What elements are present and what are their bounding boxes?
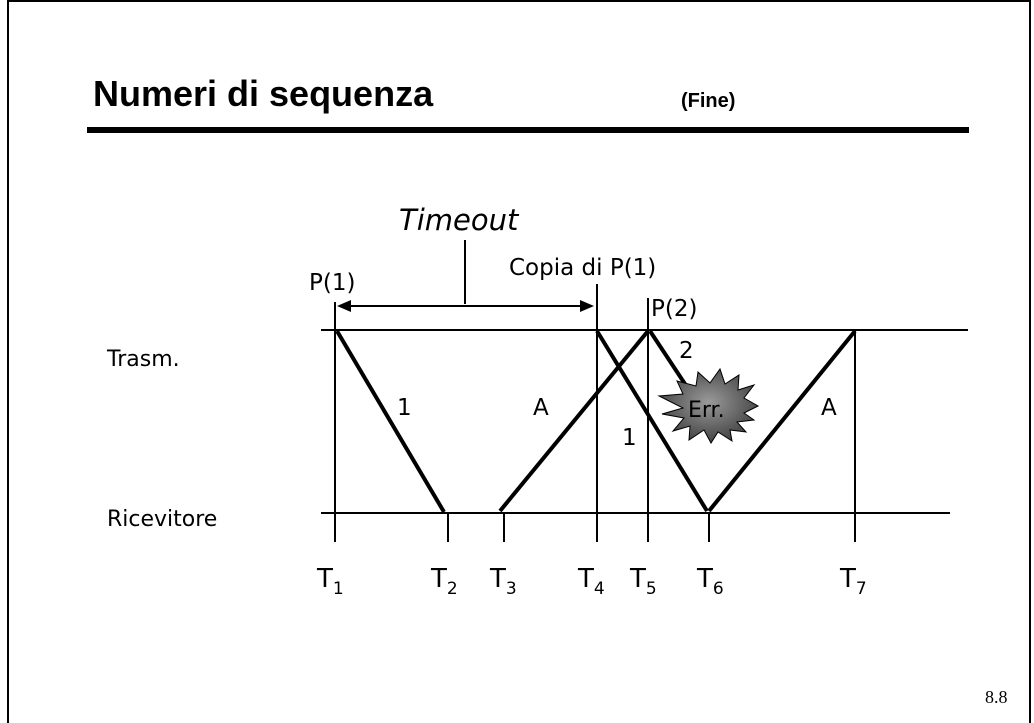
message-p1 — [335, 329, 446, 514]
error-label: Err. — [688, 398, 725, 423]
time-label-t4: T4 — [577, 564, 605, 599]
message-ack-a1 — [498, 329, 650, 513]
time-label-t2: T2 — [430, 564, 458, 599]
message-label-1: 1 — [397, 395, 412, 421]
message-label-a1: A — [533, 395, 549, 421]
time-label-t6: T6 — [696, 564, 724, 599]
time-label-t5: T5 — [629, 564, 657, 599]
page-number: 8.8 — [985, 687, 1008, 707]
timeout-arrowhead-left — [337, 300, 351, 312]
receiver-label: Ricevitore — [107, 507, 217, 532]
message-p1-copy — [595, 329, 709, 513]
message-ack-a2 — [707, 329, 857, 513]
slide-frame — [7, 0, 1031, 723]
page-title: Numeri di sequenza — [93, 73, 434, 114]
title-divider — [87, 127, 969, 133]
time-label-t7: T7 — [839, 564, 867, 599]
copy-label: Copia di P(1) — [509, 255, 656, 281]
page-subtitle: (Fine) — [681, 90, 736, 112]
time-label-t1: T1 — [316, 564, 344, 599]
message-label-a2: A — [821, 395, 837, 421]
message-p2 — [648, 329, 687, 386]
timeout-label: Timeout — [399, 203, 520, 237]
message-label-2: 2 — [679, 338, 694, 364]
message-label-1-copy: 1 — [622, 425, 637, 451]
packet-p1-label: P(1) — [309, 270, 355, 296]
error-burst-icon — [657, 367, 760, 444]
time-label-t3: T3 — [489, 564, 517, 599]
timeout-arrowhead-right — [580, 300, 594, 312]
sender-label: Trasm. — [106, 347, 180, 372]
packet-p2-label: P(2) — [651, 296, 697, 322]
